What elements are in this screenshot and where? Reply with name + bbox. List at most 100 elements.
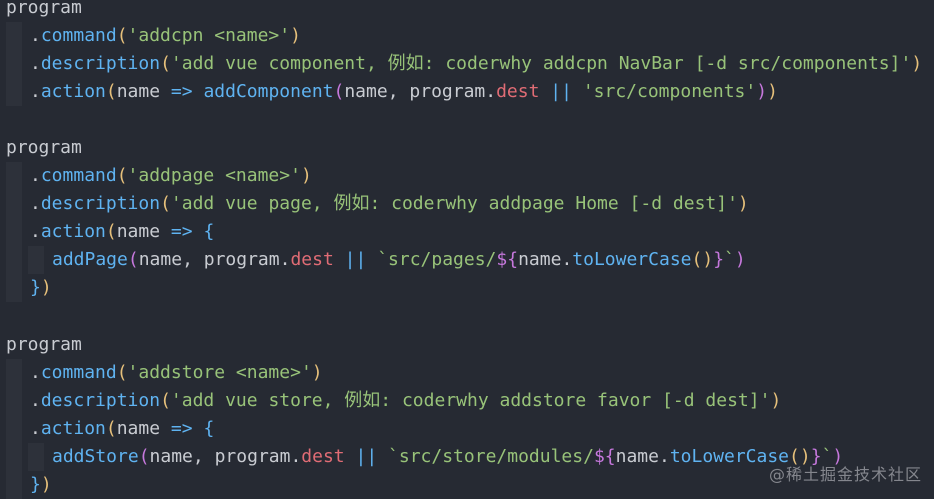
code-token: action: [40, 221, 106, 242]
code-line-10: addPage(name, program.dest || `src/pages…: [6, 246, 746, 274]
code-token: (: [105, 418, 117, 439]
code-token: ): [756, 81, 768, 102]
code-token: (: [116, 25, 128, 46]
code-token: ): [832, 446, 844, 467]
code-line-15: .description('add vue store, 例如: coderwh…: [6, 387, 781, 415]
code-token: description: [40, 193, 161, 214]
code-token: }: [810, 446, 822, 467]
code-token: ,: [387, 81, 410, 102]
code-token: toLowerCase: [669, 446, 790, 467]
code-line-3: .description('add vue component, 例如: cod…: [6, 50, 922, 78]
command-method: command: [40, 25, 117, 46]
code-token: `: [724, 249, 735, 270]
code-token: name: [116, 221, 161, 242]
description-arg-addstore: 'add vue store, 例如: coderwhy addstore fa…: [170, 390, 771, 411]
code-line-6: program: [6, 134, 82, 162]
code-token: ): [770, 390, 782, 411]
code-token: name: [116, 81, 161, 102]
code-token: command: [40, 362, 117, 383]
action-method: action: [40, 81, 106, 102]
code-token: name: [344, 81, 388, 102]
code-token: (: [116, 362, 128, 383]
code-token: =>: [170, 418, 193, 439]
code-line-18: }): [6, 471, 52, 499]
code-token: action: [40, 418, 106, 439]
code-line-13: program: [6, 331, 82, 359]
code-token: =>: [170, 221, 193, 242]
code-token: (): [691, 249, 714, 270]
code-token: program.: [409, 81, 497, 102]
code-token: ): [911, 53, 923, 74]
code-token: .: [30, 362, 41, 383]
code-line-11: }): [6, 274, 52, 302]
code-token: `: [821, 446, 833, 467]
handler-addStore: addStore: [52, 446, 139, 467]
code-line-8: .description('add vue page, 例如: coderwhy…: [6, 190, 749, 218]
code-line-2: .command('addcpn <name>'): [6, 22, 301, 50]
code-token: .: [30, 390, 41, 411]
code-token: program.: [203, 249, 291, 270]
code-token: ): [300, 165, 312, 186]
code-token: ): [40, 277, 52, 298]
code-token: program.: [214, 446, 302, 467]
code-token: ||: [355, 446, 378, 467]
code-line-14: .command('addstore <name>'): [6, 359, 323, 387]
code-token: {: [203, 418, 215, 439]
code-token: name: [138, 249, 183, 270]
code-token: .: [30, 221, 41, 242]
code-token: }: [30, 474, 41, 495]
code-token: ): [290, 25, 301, 46]
code-token: (: [138, 446, 150, 467]
code-token: .: [30, 193, 41, 214]
code-line-4: .action(name => addComponent(name, progr…: [6, 78, 778, 106]
code-line-9: .action(name => {: [6, 218, 214, 246]
code-token: `src/store/modules/: [388, 446, 594, 467]
code-token: (: [160, 193, 171, 214]
code-token: ,: [182, 249, 204, 270]
command-arg-addpage: 'addpage <name>': [127, 165, 301, 186]
code-token: .: [30, 165, 41, 186]
code-token: 'src/components': [582, 81, 757, 102]
code-token: description: [40, 390, 161, 411]
code-token: (: [105, 81, 117, 102]
code-line-1: program: [6, 0, 82, 22]
code-token: name: [116, 418, 161, 439]
code-token: .: [30, 25, 41, 46]
code-token: name: [149, 446, 193, 467]
code-token: ||: [550, 81, 572, 102]
code-token: (: [127, 249, 139, 270]
code-token: (: [160, 390, 171, 411]
code-token: program: [6, 137, 82, 158]
code-line-7: .command('addpage <name>'): [6, 162, 312, 190]
code-token: .: [30, 53, 41, 74]
handler-addComponent: addComponent: [203, 81, 334, 102]
code-token: ): [767, 81, 778, 102]
code-token: toLowerCase: [572, 249, 692, 270]
code-token: ${: [496, 249, 519, 270]
code-token: `src/pages/: [377, 249, 497, 270]
code-line-16: .action(name => {: [6, 415, 214, 443]
code-token: =>: [170, 81, 193, 102]
code-token: program: [6, 0, 82, 18]
code-token: (: [105, 221, 117, 242]
code-token: (): [789, 446, 811, 467]
code-token: {: [203, 221, 215, 242]
code-token: }: [713, 249, 725, 270]
code-token: (: [116, 165, 128, 186]
code-token: name.: [615, 446, 670, 467]
code-token: program: [6, 334, 82, 355]
description-method: description: [40, 53, 161, 74]
code-token: (: [333, 81, 345, 102]
code-token: (: [160, 53, 171, 74]
description-arg-addcpn: 'add vue component, 例如: coderwhy addcpn …: [170, 53, 912, 74]
code-token: dest: [496, 81, 540, 102]
code-token: }: [30, 277, 41, 298]
code-token: ,: [192, 446, 215, 467]
code-token: ): [311, 362, 323, 383]
code-token: .: [30, 81, 41, 102]
code-token: ): [737, 193, 749, 214]
code-token: ||: [344, 249, 367, 270]
code-token: command: [40, 165, 117, 186]
code-token: ${: [593, 446, 616, 467]
